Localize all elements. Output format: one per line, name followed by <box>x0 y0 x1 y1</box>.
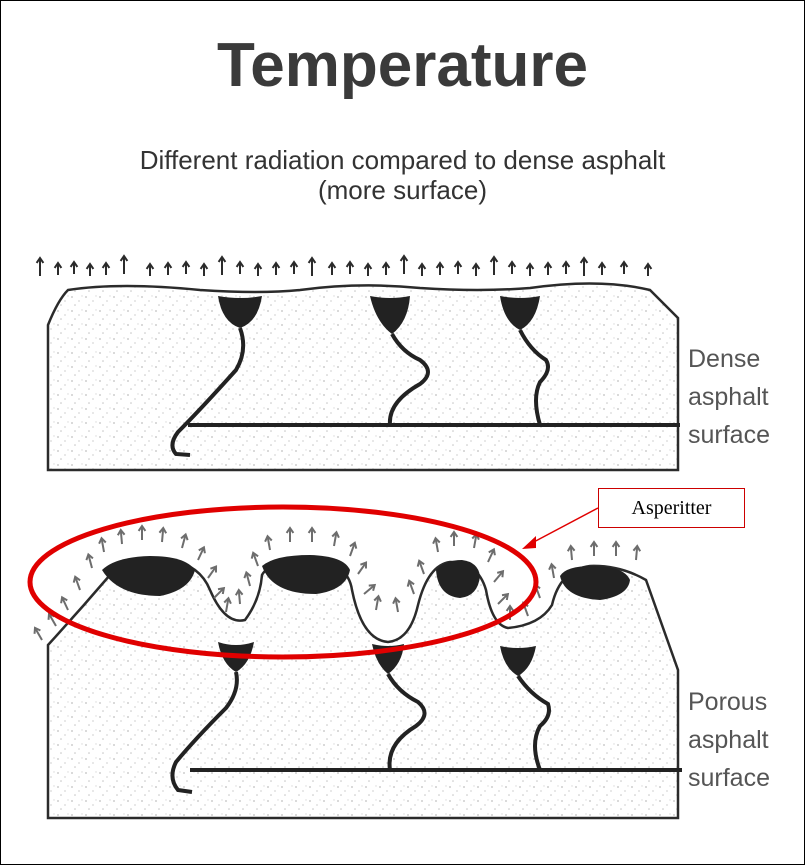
porous-radiation-arrow <box>287 528 294 542</box>
dense-radiation-arrow <box>401 256 408 274</box>
porous-radiation-arrow <box>159 528 166 542</box>
dense-radiation-arrow <box>329 263 336 275</box>
dense-radiation-arrow <box>383 263 390 275</box>
dense-radiation-arrow <box>545 263 552 275</box>
dense-radiation-arrow <box>365 264 372 276</box>
porous-radiation-arrow <box>224 598 231 612</box>
dense-asphalt-label: Dense asphalt surface <box>688 340 770 454</box>
dense-radiation-arrow <box>121 256 128 274</box>
dense-radiation-arrow <box>183 262 190 274</box>
porous-radiation-arrow <box>633 546 640 560</box>
porous-radiation-arrow <box>265 536 272 550</box>
porous-radiation-arrow <box>358 563 366 574</box>
dense-asphalt-block <box>48 283 678 470</box>
dense-radiation-arrow <box>491 257 498 275</box>
porous-radiation-arrow <box>244 572 251 586</box>
dense-radiation-arrow <box>87 264 94 276</box>
porous-radiation-arrow <box>494 571 503 582</box>
dense-radiation-arrow <box>273 263 280 275</box>
dense-radiation-arrow <box>237 262 244 274</box>
dense-radiation-arrow <box>147 264 154 276</box>
dense-radiation-arrow <box>103 263 110 275</box>
dense-radiation-arrow <box>419 264 426 276</box>
porous-radiation-arrow <box>252 553 258 566</box>
porous-radiation-arrow <box>433 538 440 552</box>
porous-radiation-arrow <box>208 567 216 578</box>
dense-radiation-arrow <box>599 263 606 275</box>
porous-radiation-arrow <box>568 546 575 560</box>
porous-radiation-arrow <box>350 543 356 556</box>
dense-label-line-1: Dense <box>688 340 770 378</box>
dense-radiation-arrow <box>347 262 354 274</box>
dense-radiation-arrow <box>581 258 588 276</box>
dense-radiation-arrow <box>71 262 78 274</box>
porous-radiation-arrow <box>393 598 400 612</box>
porous-radiation-arrow <box>591 542 598 556</box>
porous-radiation-arrow <box>332 532 339 546</box>
dense-radiation-arrow <box>473 264 480 276</box>
dense-radiation-arrow <box>309 258 316 276</box>
dense-radiation-arrow <box>255 264 262 276</box>
porous-radiation-arrow <box>549 564 556 578</box>
porous-radiation-arrow <box>214 588 224 598</box>
porous-label-line-1: Porous <box>688 683 770 721</box>
dense-radiation-arrow <box>437 263 444 275</box>
dense-radiation-arrow <box>37 258 44 276</box>
dense-radiation-arrow <box>621 262 628 274</box>
dense-radiation-arrow <box>455 262 462 274</box>
porous-asphalt-block <box>48 560 678 818</box>
porous-radiation-arrow <box>61 597 68 610</box>
porous-radiation-arrow <box>35 628 42 640</box>
porous-label-line-2: asphalt <box>688 721 770 759</box>
callout-pointer-arrow <box>522 508 598 549</box>
porous-asphalt-label: Porous asphalt surface <box>688 683 770 797</box>
porous-radiation-arrow <box>418 561 424 574</box>
porous-radiation-arrow <box>236 590 243 604</box>
dense-radiation-arrow <box>527 264 534 276</box>
porous-radiation-arrow <box>181 534 188 548</box>
dense-radiation-arrow <box>291 262 298 274</box>
porous-radiation-arrow <box>74 577 80 590</box>
dense-radiation-arrows <box>37 256 652 276</box>
dense-radiation-arrow <box>509 262 516 274</box>
dense-radiation-arrow <box>201 264 208 276</box>
porous-radiation-arrow <box>451 532 458 546</box>
dense-radiation-arrow <box>165 263 172 275</box>
dense-radiation-arrow <box>645 264 652 276</box>
porous-radiation-arrow <box>86 554 93 568</box>
porous-radiation-arrow <box>364 585 375 594</box>
porous-radiation-arrow <box>139 526 146 540</box>
porous-radiation-arrow <box>613 542 620 556</box>
porous-radiation-arrow <box>99 538 106 552</box>
porous-radiation-arrow <box>198 547 205 560</box>
dense-label-line-3: surface <box>688 416 770 454</box>
porous-radiation-arrow <box>118 530 125 544</box>
porous-radiation-arrow <box>488 549 495 562</box>
dense-radiation-arrow <box>55 263 62 275</box>
dense-label-line-2: asphalt <box>688 378 770 416</box>
dense-radiation-arrow <box>563 262 570 274</box>
dense-radiation-arrow <box>219 257 226 275</box>
porous-label-line-3: surface <box>688 759 770 797</box>
porous-radiation-arrow <box>374 596 381 610</box>
porous-radiation-arrow <box>408 581 414 594</box>
porous-radiation-arrow <box>498 594 508 604</box>
porous-radiation-arrow <box>309 528 316 542</box>
asperity-callout-label: Asperitter <box>598 488 745 528</box>
